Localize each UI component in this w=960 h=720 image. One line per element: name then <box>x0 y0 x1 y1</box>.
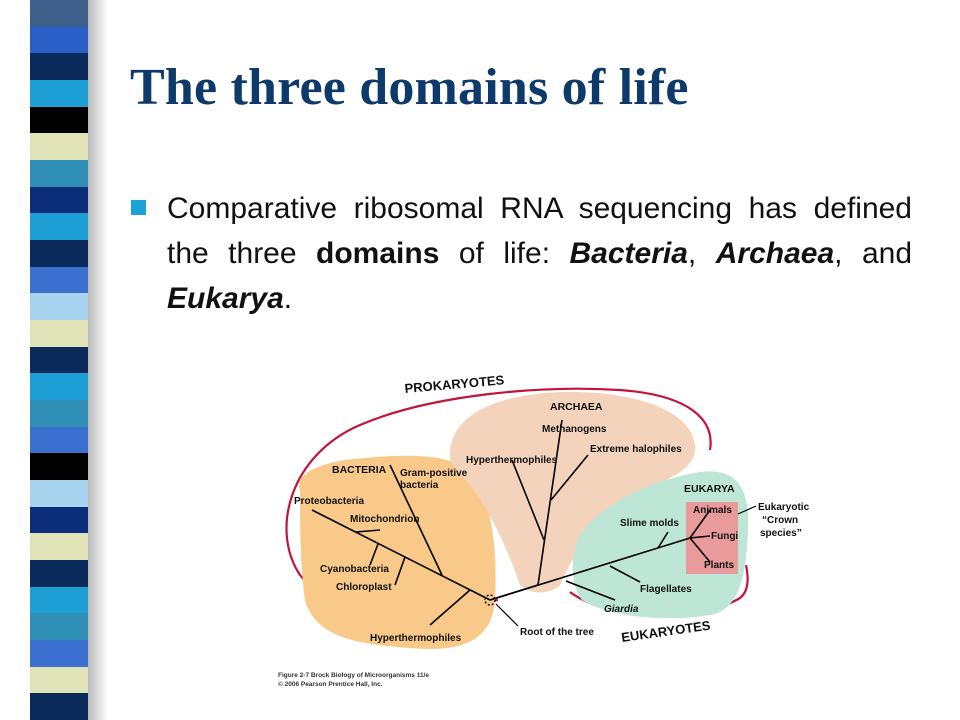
bullet-square-icon <box>131 200 146 215</box>
animals-label: Animals <box>693 505 732 516</box>
bacteria-hyperthermophiles-label: Hyperthermophiles <box>370 633 462 644</box>
eukarya-keyword: Eukarya <box>167 282 284 315</box>
stripe-segment <box>30 53 88 81</box>
crown-species-label-2: “Crown <box>762 515 798 526</box>
archaea-keyword: Archaea <box>715 237 835 270</box>
stripe-segment <box>30 293 88 321</box>
domains-keyword: domains <box>316 237 440 270</box>
bullet-text-part: of life: <box>439 237 570 270</box>
stripe-segment <box>30 560 88 587</box>
crown-leader-line <box>737 505 757 515</box>
slime-molds-label: Slime molds <box>620 518 679 529</box>
fungi-label: Fungi <box>711 531 738 542</box>
stripe-segment <box>30 533 88 561</box>
stripe-segment <box>30 213 88 241</box>
bullet-text-part: , and <box>834 237 912 270</box>
plants-label: Plants <box>704 560 734 571</box>
bacteria-domain-label: BACTERIA <box>332 464 387 476</box>
stripe-segment <box>30 586 88 614</box>
slide-title: The three domains of life <box>130 59 689 116</box>
figure-caption-line-2: © 2006 Pearson Prentice Hall, Inc. <box>278 680 383 688</box>
root-marker-icon <box>484 594 496 606</box>
prokaryotes-label: PROKARYOTES <box>404 372 505 396</box>
phylogenetic-tree-svg: PROKARYOTES EUKARYOTES BACTERIA ARCHAEA … <box>278 372 810 688</box>
stripe-segment <box>30 320 88 347</box>
stripe-segment <box>30 480 88 507</box>
flagellates-label: Flagellates <box>640 584 692 595</box>
archaea-domain-area <box>450 391 696 593</box>
bullet-text-part: . <box>283 282 293 315</box>
chloroplast-label: Chloroplast <box>336 582 392 593</box>
stripe-segment <box>30 80 88 107</box>
eukaryotes-label: EUKARYOTES <box>620 618 711 645</box>
stripe-segment <box>30 266 88 294</box>
cyanobacteria-label: Cyanobacteria <box>320 564 389 575</box>
stripe-segment <box>30 240 88 267</box>
stripe-segment <box>30 346 88 374</box>
bullet-text-part: Comparative ribosomal RNA sequencing has… <box>167 192 912 270</box>
gram-positive-label: Gram-positive <box>400 468 468 479</box>
archaea-hyperthermophiles-label: Hyperthermophiles <box>466 455 558 466</box>
root-of-tree-label: Root of the tree <box>520 627 594 638</box>
figure-caption-line-1: Figure 2-7 Brock Biology of Microorganis… <box>278 672 429 679</box>
stripe-segment <box>30 613 88 641</box>
giardia-label: Giardia <box>604 604 639 615</box>
tree-branches <box>311 419 711 626</box>
stripe-segment <box>30 666 88 694</box>
proteobacteria-label: Proteobacteria <box>294 496 364 507</box>
gram-positive-label-2: bacteria <box>400 480 439 491</box>
stripe-segment <box>30 506 88 534</box>
stripe-segment <box>30 453 88 481</box>
methanogens-label: Methanogens <box>542 424 607 435</box>
stripe-segment <box>30 186 88 214</box>
stripe-segment <box>30 106 88 134</box>
bullet-text: Comparative ribosomal RNA sequencing has… <box>167 186 912 321</box>
stripe-segment <box>30 400 88 427</box>
decorative-stripe-bar <box>30 0 88 720</box>
extreme-halophiles-label: Extreme halophiles <box>590 444 682 455</box>
stripe-segment <box>30 133 88 161</box>
stripe-segment <box>30 693 88 720</box>
crown-species-label-3: species” <box>760 528 802 539</box>
stripe-shadow <box>88 0 108 720</box>
bacteria-keyword: Bacteria <box>569 237 688 270</box>
bullet-text-part: , <box>687 237 716 270</box>
stripe-segment <box>30 426 88 454</box>
stripe-segment <box>30 640 88 667</box>
crown-species-label-1: Eukaryotic <box>758 502 810 513</box>
stripe-segment <box>30 160 88 187</box>
stripe-segment <box>30 26 88 54</box>
root-leader-line <box>495 603 519 627</box>
stripe-segment <box>30 373 88 401</box>
mitochondrion-label: Mitochondrion <box>350 514 419 525</box>
archaea-domain-label: ARCHAEA <box>550 401 603 413</box>
tree-of-life-figure: PROKARYOTES EUKARYOTES BACTERIA ARCHAEA … <box>270 360 830 690</box>
stripe-segment <box>30 0 88 27</box>
eukarya-domain-label: EUKARYA <box>684 483 735 495</box>
